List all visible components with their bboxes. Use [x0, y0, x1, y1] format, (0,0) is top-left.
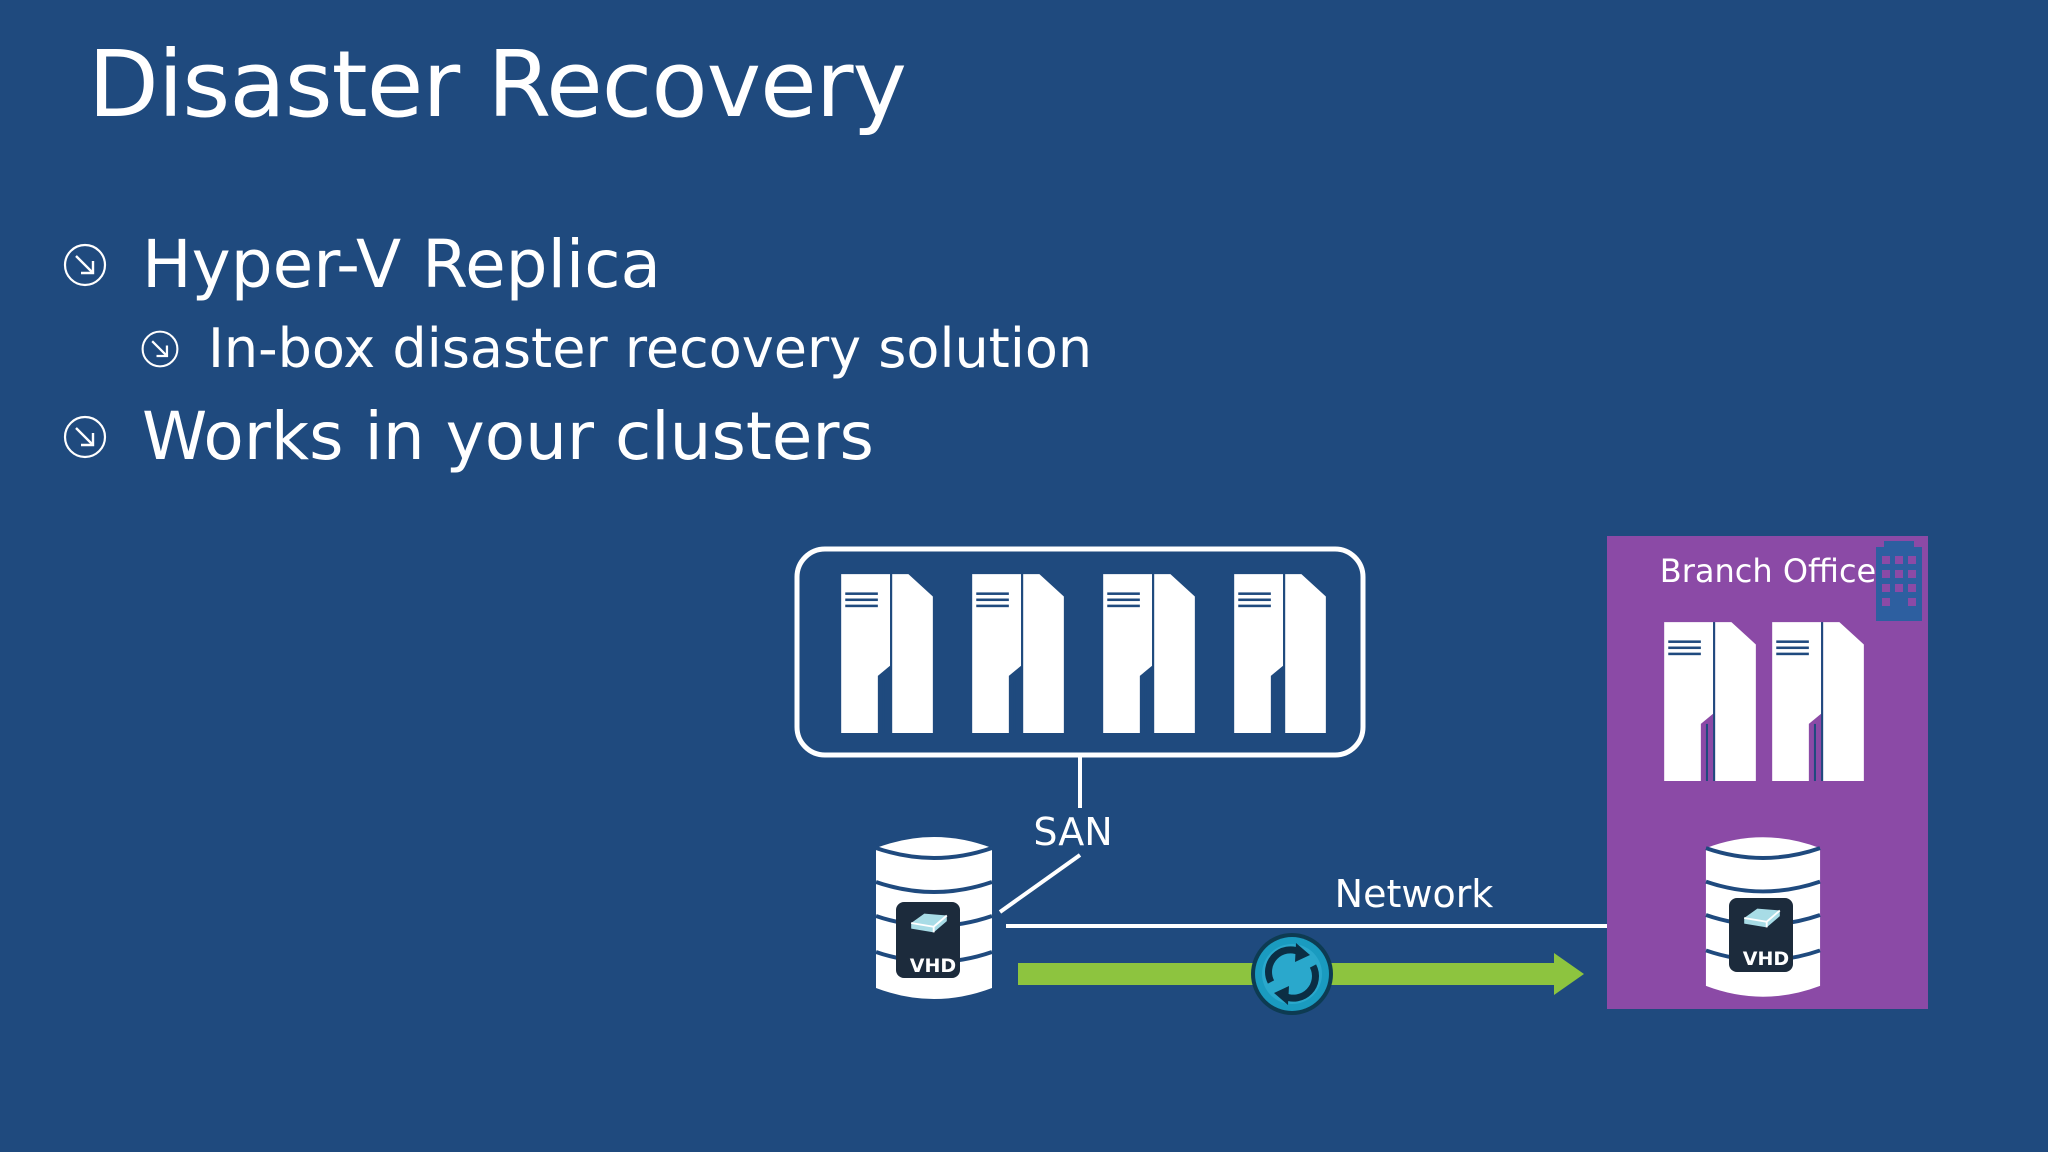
circled-arrow-down-right-icon	[141, 330, 179, 368]
server-tower-icon	[840, 573, 934, 735]
local-vhd-label: VHD	[910, 955, 956, 977]
cluster-box	[794, 546, 1366, 758]
bullet-in-box-solution: In-box disaster recovery solution	[140, 322, 1092, 376]
slide-title: Disaster Recovery	[88, 31, 907, 138]
server-tower-icon	[1233, 573, 1327, 735]
sync-arrows-icon	[1251, 933, 1333, 1015]
bullet-text: Works in your clusters	[142, 398, 874, 475]
branch-office-label: Branch Office	[1660, 552, 1876, 590]
replication-arrow-head	[1554, 953, 1584, 995]
remote-vhd-label: VHD	[1743, 948, 1789, 970]
san-label: SAN	[1033, 810, 1112, 854]
circled-arrow-down-right-icon	[63, 243, 107, 287]
server-tower-icon	[971, 573, 1065, 735]
bullet-hyper-v-replica: Hyper-V Replica	[62, 232, 661, 298]
san-link-diagonal	[998, 853, 1082, 914]
network-label: Network	[1335, 872, 1494, 916]
circled-arrow-down-right-icon	[63, 415, 107, 459]
office-building-icon	[1876, 541, 1922, 621]
bullet-text: Hyper-V Replica	[142, 226, 661, 303]
cluster-servers	[840, 573, 1327, 735]
bullet-works-in-clusters: Works in your clusters	[62, 404, 874, 470]
server-tower-icon	[1102, 573, 1196, 735]
bullet-text: In-box disaster recovery solution	[208, 317, 1093, 380]
